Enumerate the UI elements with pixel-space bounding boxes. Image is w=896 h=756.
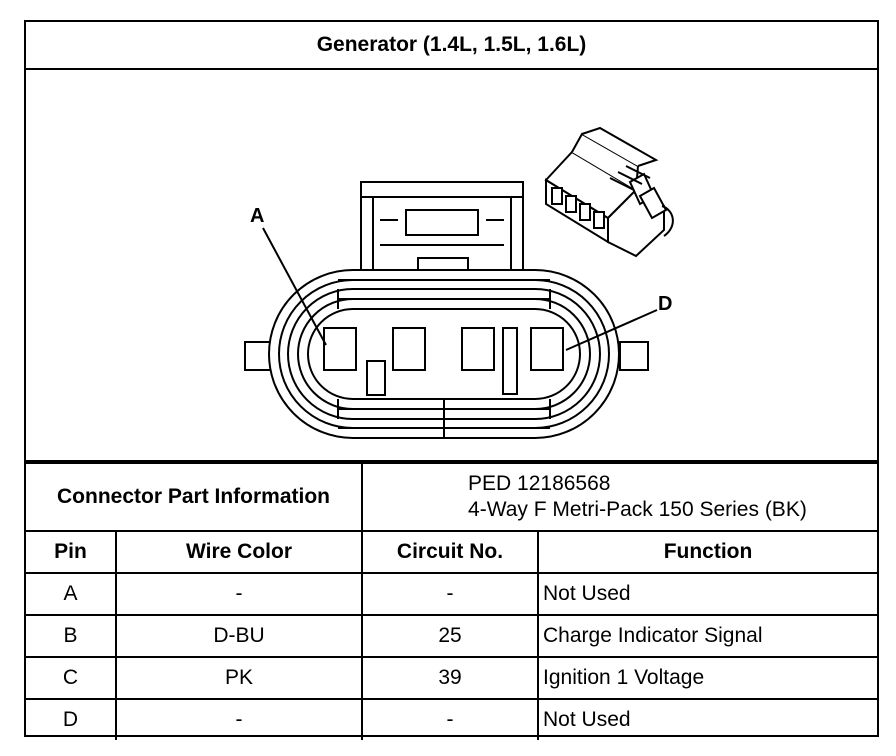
wire-color-cell: PK <box>114 656 364 700</box>
header-pin: Pin <box>26 530 117 574</box>
connector-face-drawing: A D <box>244 126 674 439</box>
wire-color-cell: - <box>114 572 364 616</box>
connector-sheet: Generator (1.4L, 1.5L, 1.6L) <box>24 20 879 740</box>
wire-color-cell: - <box>114 698 364 740</box>
circuit-cell: 39 <box>361 656 540 700</box>
function-cell: Not Used <box>537 698 878 740</box>
connector-description: 4-Way F Metri-Pack 150 Series (BK) <box>468 498 807 521</box>
function-cell: Charge Indicator Signal <box>537 614 878 658</box>
function-cell: Not Used <box>537 572 878 616</box>
function-cell: Ignition 1 Voltage <box>537 656 878 700</box>
part-number: PED 12186568 <box>468 472 611 495</box>
circuit-cell: - <box>361 572 540 616</box>
cavity-b <box>392 327 426 371</box>
pin-cell: A <box>26 572 117 616</box>
table-row: B D-BU 25 Charge Indicator Signal <box>26 614 878 658</box>
connector-info-row: Connector Part Information PED 12186568 … <box>26 460 878 532</box>
connector-info-value: PED 12186568 4-Way F Metri-Pack 150 Seri… <box>361 460 878 532</box>
pin-cell: C <box>26 656 117 700</box>
header-circuit: Circuit No. <box>361 530 540 574</box>
header-wire-color: Wire Color <box>114 530 364 574</box>
pin-cell: D <box>26 698 117 740</box>
circuit-cell: 25 <box>361 614 540 658</box>
cavity-d <box>530 327 564 371</box>
latch-housing <box>360 181 524 277</box>
connector-info-label: Connector Part Information <box>26 460 364 532</box>
table-row: C PK 39 Ignition 1 Voltage <box>26 656 878 700</box>
pinout-table: Connector Part Information PED 12186568 … <box>26 460 878 740</box>
right-tab <box>619 341 649 371</box>
header-row: Pin Wire Color Circuit No. Function <box>26 530 878 574</box>
pin-cell: B <box>26 614 117 658</box>
connector-diagram: A D <box>26 70 877 460</box>
cavity-c <box>461 327 495 371</box>
header-function: Function <box>537 530 878 574</box>
connector-thumbnail <box>544 126 674 258</box>
wire-color-cell: D-BU <box>114 614 364 658</box>
page-title: Generator (1.4L, 1.5L, 1.6L) <box>26 22 877 70</box>
table-row: D - - Not Used <box>26 698 878 740</box>
table-row: A - - Not Used <box>26 572 878 616</box>
cavity-label-d: D <box>658 293 672 315</box>
circuit-cell: - <box>361 698 540 740</box>
cavity-a <box>323 327 357 371</box>
cavity-label-a: A <box>250 205 264 227</box>
